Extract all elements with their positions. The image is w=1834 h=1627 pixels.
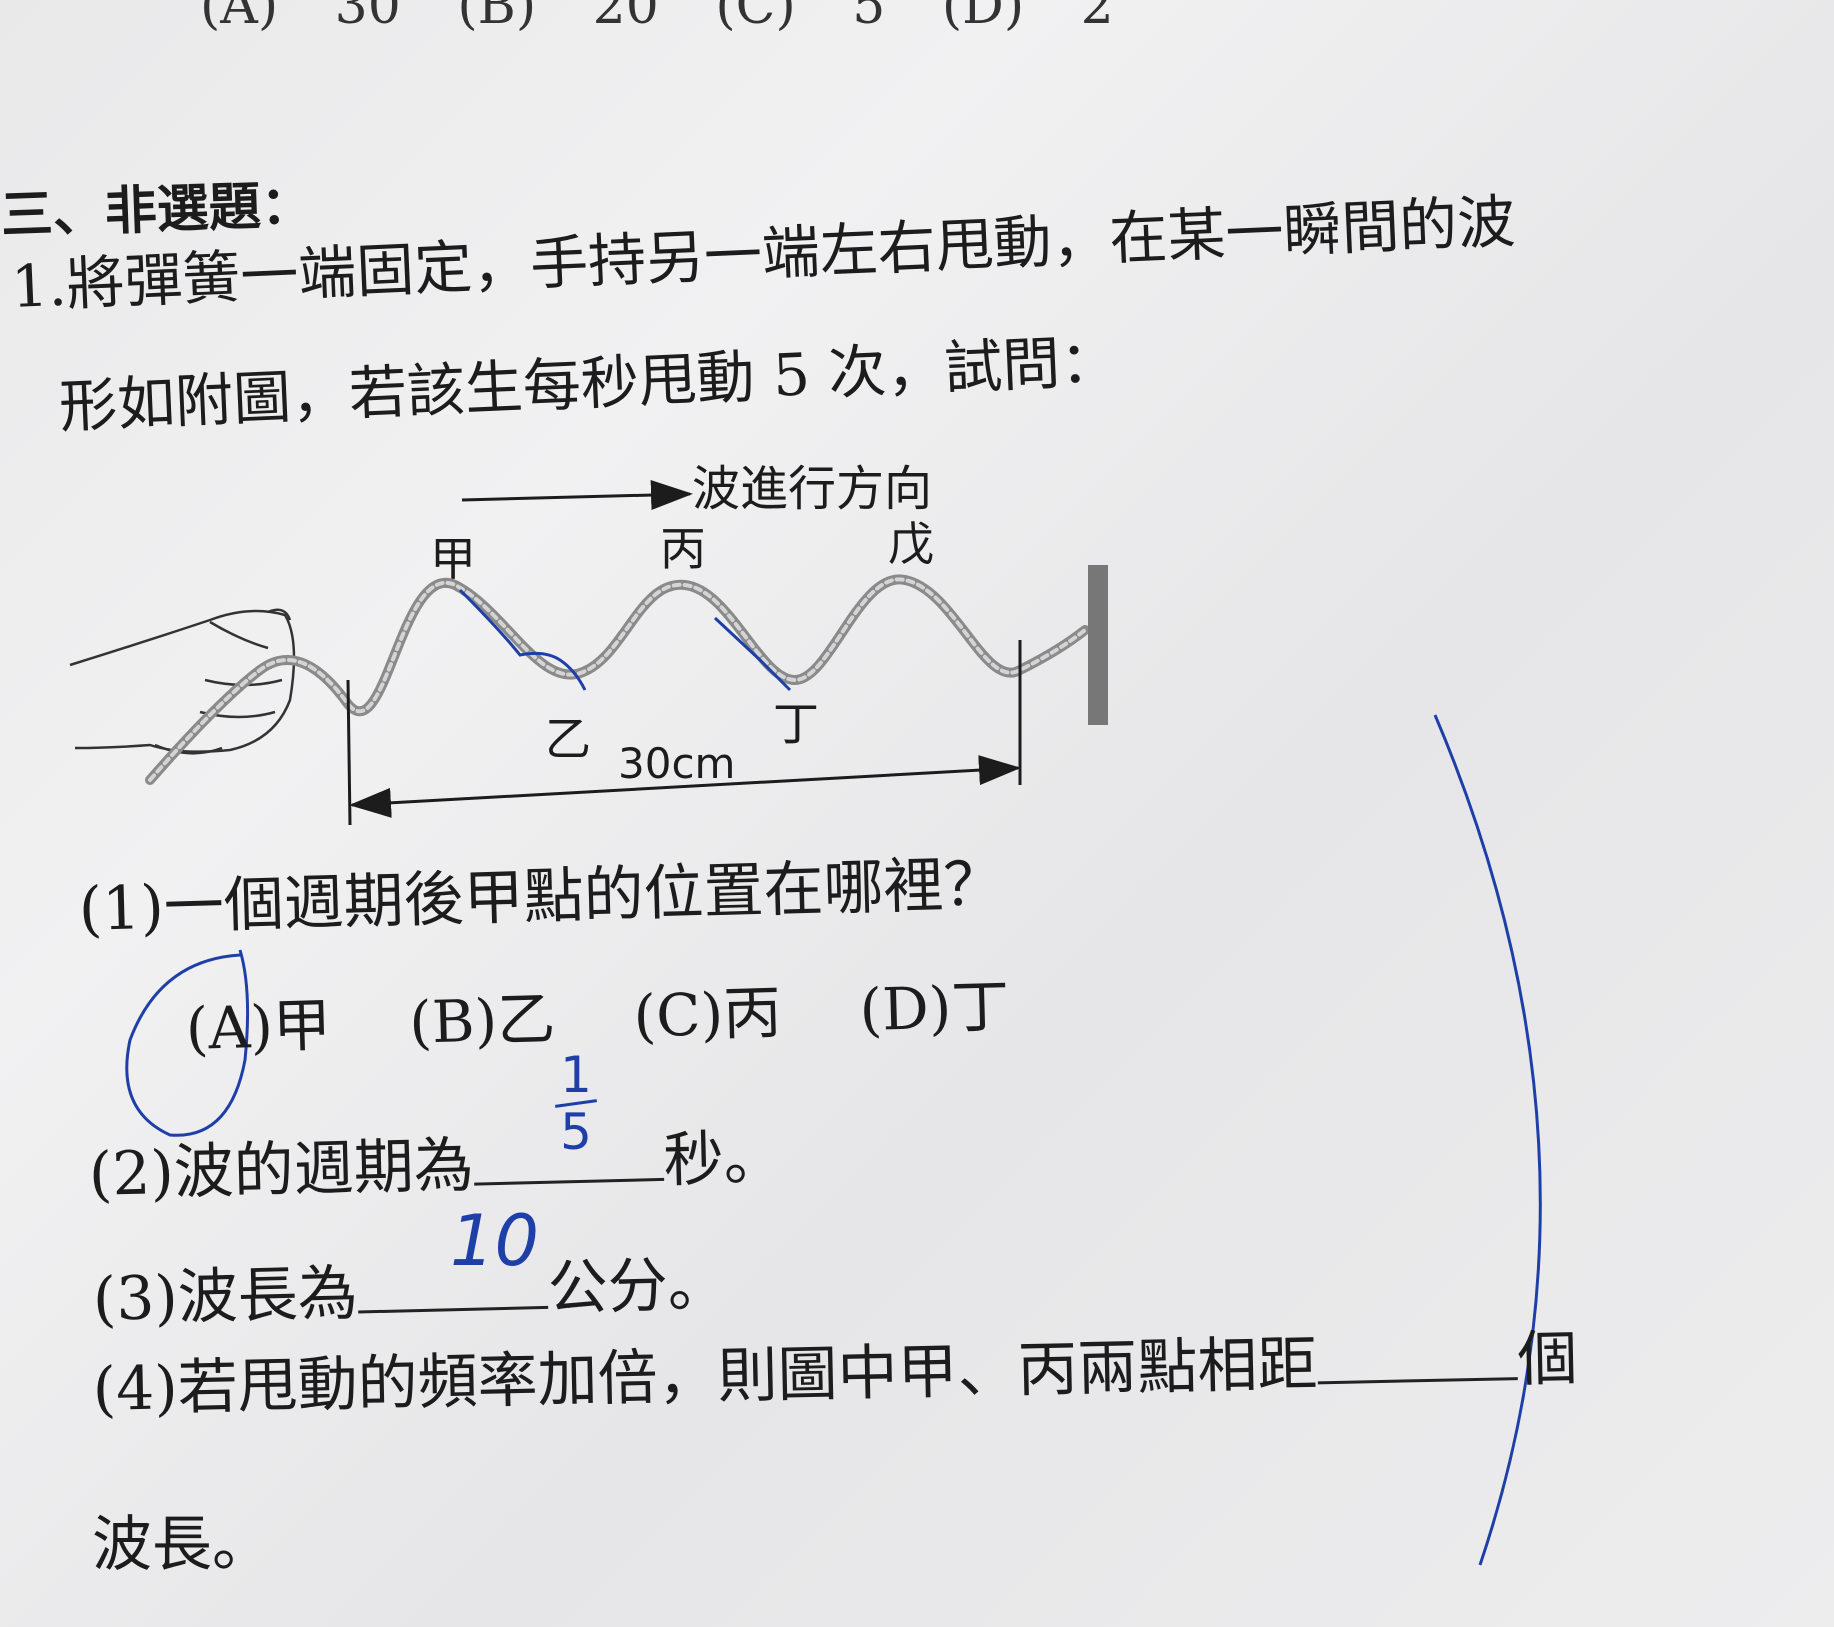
pen-sketch-mark xyxy=(458,588,587,691)
distance-label: 30cm xyxy=(618,739,735,788)
pen-arc-mark xyxy=(1433,714,1542,1566)
subquestion-3-suffix: 公分。 xyxy=(546,1249,729,1324)
previous-question-options: (A) 30 (B) 20 (C) 5 (D) 2 xyxy=(200,0,1114,36)
subquestion-2-suffix: 秒。 xyxy=(662,1123,785,1196)
point-label-ding: 丁 xyxy=(773,697,819,751)
handwritten-numerator: 1 xyxy=(560,1046,592,1104)
point-label-jia: 甲 xyxy=(430,532,476,586)
direction-arrow xyxy=(461,480,693,511)
point-label-wu: 戊 xyxy=(888,517,934,571)
handwritten-denominator: 5 xyxy=(560,1103,592,1161)
option-c: (C)丙 xyxy=(632,978,783,1051)
fixed-wall xyxy=(1088,565,1108,725)
subquestion-4-line-2: 波長。 xyxy=(92,1510,272,1580)
point-label-bing: 丙 xyxy=(660,522,706,576)
hand-illustration xyxy=(69,608,296,755)
direction-label: 波進行方向 xyxy=(692,461,932,517)
subquestion-4-suffix: 個 xyxy=(1516,1323,1579,1396)
handwritten-answer-2: 1 5 xyxy=(554,1046,598,1161)
option-a: (A)甲 xyxy=(184,990,332,1063)
subquestion-3-prefix: (3)波長為 xyxy=(92,1258,359,1335)
point-label-yi: 乙 xyxy=(545,712,591,766)
distance-arrow xyxy=(349,755,1021,818)
handwritten-answer-3: 10 xyxy=(450,1200,540,1282)
option-d: (D)丁 xyxy=(858,972,1011,1045)
answer-circle-mark xyxy=(125,949,250,1137)
option-b: (B)乙 xyxy=(408,984,557,1057)
left-boundary-line xyxy=(346,679,352,826)
subquestion-2-prefix: (2)波的週期為 xyxy=(88,1130,475,1210)
answer-blank-4[interactable] xyxy=(1316,1325,1518,1385)
